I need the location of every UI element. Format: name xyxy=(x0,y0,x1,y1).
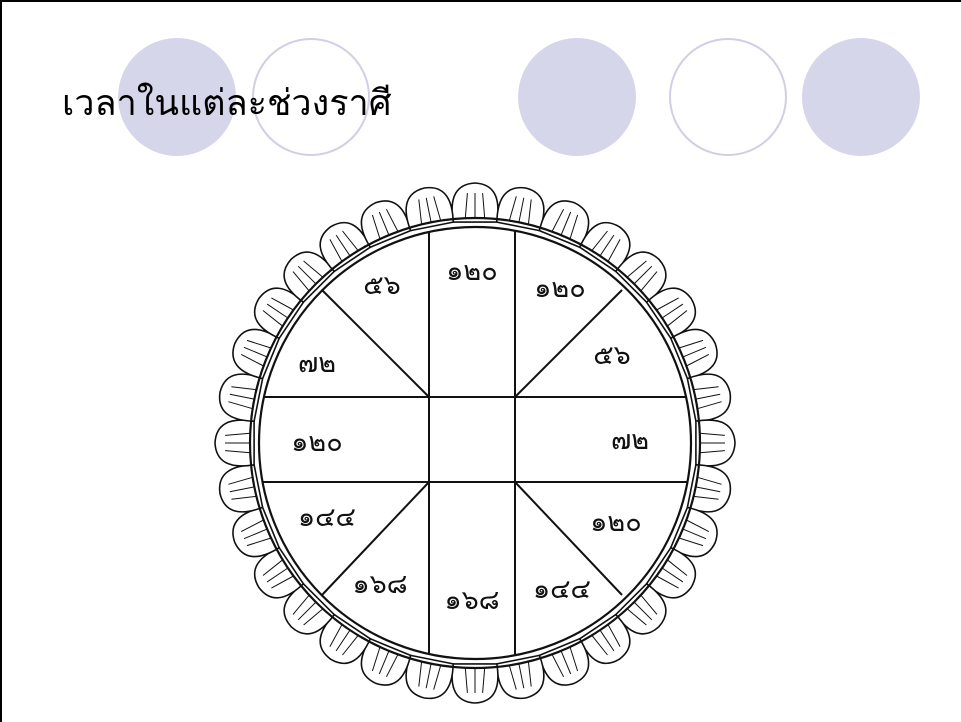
decor-circle-3 xyxy=(518,38,636,156)
decor-circle-4 xyxy=(669,38,787,156)
cell-top-right: ๑๒๐ xyxy=(534,273,585,304)
lotus-petal xyxy=(406,655,453,698)
slide-title: เวลาในแต่ละช่วงราศี xyxy=(62,74,392,131)
cell-bottom-left: ๑๖๘ xyxy=(352,569,407,600)
lotus-petal xyxy=(220,465,263,512)
cell-top-left: ๕๖ xyxy=(363,270,401,301)
cell-mid-left: ๑๒๐ xyxy=(291,427,342,458)
lotus-petal xyxy=(687,374,730,421)
cell-mid-right: ๗๒ xyxy=(611,425,649,456)
cell-top-center: ๑๒๐ xyxy=(446,256,497,287)
cell-lower-left: ๑๔๔ xyxy=(298,502,356,533)
cell-bottom-center: ๑๖๘ xyxy=(444,585,499,616)
lotus-petal xyxy=(497,188,544,231)
cell-upper-right: ๕๖ xyxy=(593,340,631,371)
cell-lower-right: ๑๒๐ xyxy=(590,507,641,538)
decor-circle-5 xyxy=(802,38,920,156)
cell-bottom-right: ๑๔๔ xyxy=(533,574,591,605)
lotus-petal xyxy=(406,188,453,231)
lotus-petal xyxy=(220,374,263,421)
zodiac-time-diagram: ๑๒๐ ๑๒๐ ๕๖ ๗๒ ๑๒๐ ๑๔๔ ๑๖๘ ๑๖๘ ๑๔๔ ๑๒๐ ๗๒… xyxy=(202,170,748,716)
cell-upper-left: ๗๒ xyxy=(298,348,336,379)
lotus-petal xyxy=(687,465,730,512)
lotus-petal xyxy=(497,655,544,698)
